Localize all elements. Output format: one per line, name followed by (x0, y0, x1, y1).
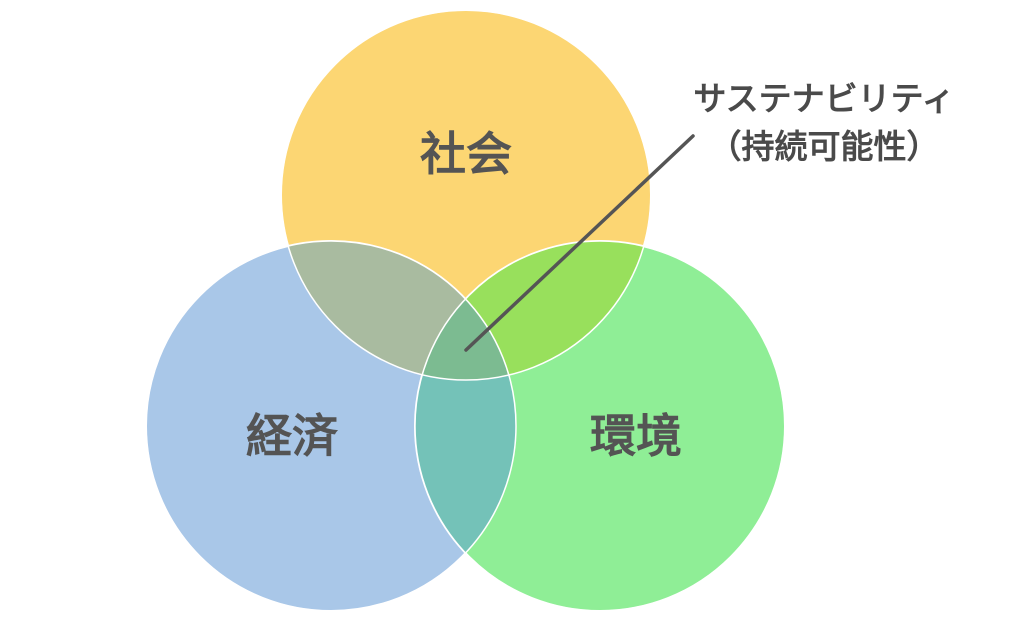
society-environment-overlap (415, 241, 651, 380)
environment-label: 環境 (590, 409, 682, 463)
callout-subtitle: （持続可能性） (709, 127, 940, 166)
economy-outline (145, 240, 517, 612)
callout-title: サステナビリティ (693, 79, 954, 118)
society-economy-overlap (281, 241, 516, 380)
callout-line (464, 134, 695, 352)
society-label: 社会 (420, 127, 512, 181)
economy-label: 経済 (246, 409, 339, 463)
society-outline (280, 9, 652, 381)
environment-outline (414, 240, 786, 612)
